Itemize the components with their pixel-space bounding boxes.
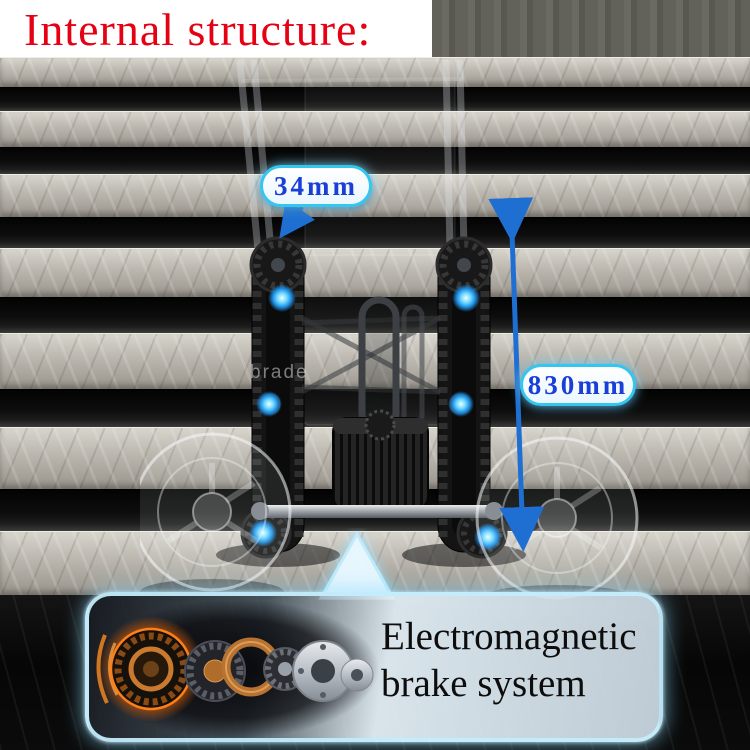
cross-frame — [300, 315, 442, 395]
stair-riser — [0, 87, 750, 111]
electromagnetic-brake-illustration — [93, 599, 379, 737]
measurement-callout-width: 34mm — [260, 165, 372, 207]
measurement-callout-height: 830mm — [520, 364, 636, 406]
stair-tread — [0, 174, 750, 217]
panel-caption-line2: brake system — [381, 661, 586, 705]
ghost-wheel-right — [475, 436, 639, 600]
ghost-cart-silhouette — [304, 59, 456, 256]
watermark: brade — [250, 362, 309, 383]
stair-tread — [0, 111, 750, 147]
brake-info-panel: Electromagnetic brake system — [85, 592, 663, 742]
height-value-label: 830mm — [527, 369, 629, 400]
brake-plates — [292, 640, 374, 702]
brake-disc — [96, 616, 204, 722]
stair-riser — [0, 147, 750, 174]
panel-caption: Electromagnetic brake system — [381, 614, 659, 708]
ghost-wheel-left — [140, 432, 292, 592]
brake-gears — [184, 637, 307, 702]
stair-riser — [0, 217, 750, 248]
folded-handle — [358, 296, 425, 434]
panel-pointer-icon — [318, 530, 396, 600]
width-value-label: 34mm — [274, 170, 358, 201]
motor — [332, 409, 429, 511]
stair-climber-illustration — [140, 59, 639, 600]
ghost-handle-frame — [236, 59, 468, 254]
stair-tread — [0, 57, 750, 87]
stair-tread — [0, 248, 750, 297]
page-title: Internal structure: — [24, 4, 372, 55]
title-background — [0, 0, 432, 57]
panel-caption-line1: Electromagnetic — [381, 615, 637, 658]
